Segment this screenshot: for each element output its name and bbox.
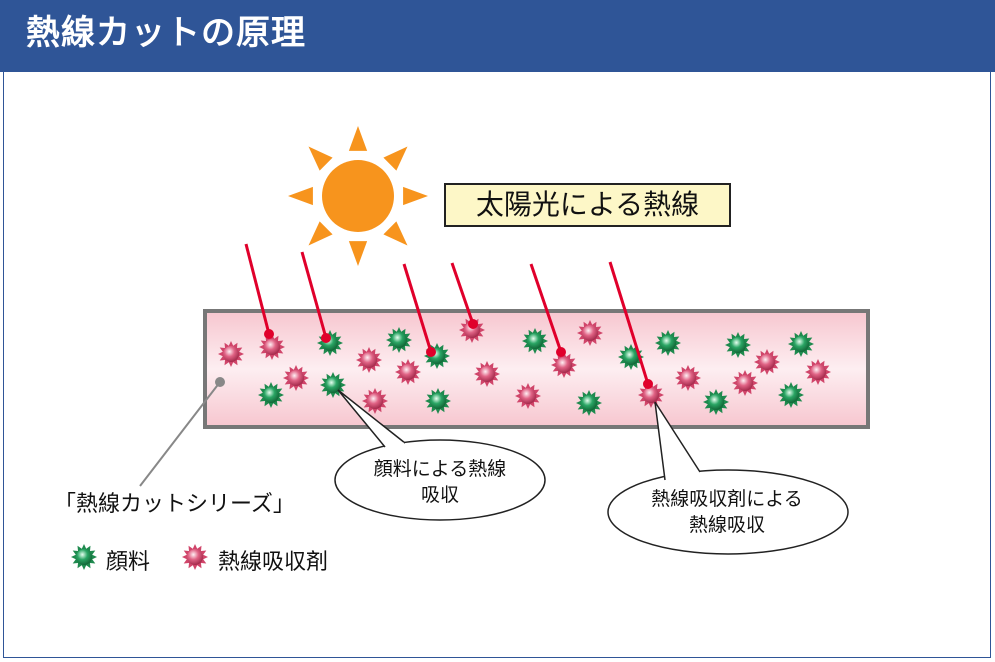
sun-label: 太陽光による熱線 bbox=[444, 183, 731, 227]
pigment-particle bbox=[703, 389, 729, 415]
pigment-particle bbox=[618, 344, 644, 370]
heat-ray-end bbox=[321, 333, 331, 343]
heat-ray bbox=[608, 261, 650, 385]
absorber-particle bbox=[356, 347, 382, 373]
legend-icons bbox=[71, 544, 208, 570]
pigment-particle bbox=[425, 388, 451, 414]
callout-absorber-text: 熱線吸収剤による 熱線吸収 bbox=[612, 486, 842, 538]
header-bar: 熱線カットの原理 bbox=[0, 0, 995, 72]
heat-ray-end bbox=[264, 329, 274, 339]
callout-absorber bbox=[607, 401, 849, 555]
absorber-particle bbox=[395, 359, 421, 385]
heat-ray-end bbox=[643, 379, 653, 389]
pigment-particle bbox=[576, 390, 602, 416]
callout-absorber-line2: 熱線吸収 bbox=[688, 514, 765, 536]
heat-ray-group bbox=[244, 243, 653, 389]
pigment-particle bbox=[655, 330, 681, 356]
pigment-particle bbox=[788, 331, 814, 357]
heat-ray-end bbox=[426, 347, 436, 357]
absorber-particle bbox=[577, 320, 603, 346]
pigment-particle bbox=[778, 382, 804, 408]
heat-ray bbox=[300, 251, 328, 339]
heat-ray-end bbox=[468, 319, 478, 329]
sun-ray bbox=[348, 241, 368, 266]
absorber-particle bbox=[638, 382, 664, 408]
film-series-label: 「熱線カットシリーズ」 bbox=[54, 492, 295, 517]
absorber-particle bbox=[283, 365, 309, 391]
sun-ray bbox=[308, 146, 333, 171]
legend-absorber-label: 熱線吸収剤 bbox=[218, 550, 329, 575]
absorber-particle bbox=[754, 349, 780, 375]
sun-ray bbox=[308, 221, 333, 246]
pigment-particle bbox=[725, 332, 751, 358]
callout-pigment bbox=[334, 389, 546, 521]
legend-pigment-label: 顔料 bbox=[106, 550, 151, 575]
heat-ray bbox=[529, 263, 563, 353]
pigment-particle bbox=[522, 328, 548, 354]
pigment-particle bbox=[258, 382, 284, 408]
heat-ray bbox=[450, 262, 475, 325]
sun-icon bbox=[288, 126, 428, 266]
legend-absorber-icon bbox=[182, 544, 208, 570]
callout-pigment-line1: 顔料による熱線 bbox=[373, 458, 507, 480]
absorber-particle bbox=[515, 383, 541, 409]
absorber-particle bbox=[259, 334, 285, 360]
absorber-particle bbox=[675, 365, 701, 391]
sun-ray bbox=[383, 221, 408, 246]
sun-ray bbox=[383, 146, 408, 171]
pigment-particle bbox=[386, 327, 412, 353]
heat-ray bbox=[402, 263, 433, 353]
sun-ray bbox=[288, 186, 313, 206]
page-title: 熱線カットの原理 bbox=[26, 13, 306, 53]
sun-ray bbox=[403, 186, 428, 206]
sun-ray bbox=[348, 126, 368, 151]
legend-pigment-icon bbox=[71, 544, 97, 570]
heat-ray-end bbox=[556, 347, 566, 357]
absorber-particle bbox=[551, 352, 577, 378]
absorber-particle bbox=[805, 359, 831, 385]
pigment-particle bbox=[320, 372, 346, 398]
callout-pigment-text: 顔料による熱線 吸収 bbox=[340, 456, 540, 508]
film-layer bbox=[203, 309, 870, 429]
absorber-particle bbox=[218, 341, 244, 367]
heat-ray bbox=[244, 243, 271, 335]
film-pointer bbox=[139, 377, 225, 487]
sun-disc bbox=[322, 160, 394, 232]
absorber-particle bbox=[732, 370, 758, 396]
absorber-particle bbox=[474, 361, 500, 387]
absorber-particle bbox=[362, 388, 388, 414]
callout-absorber-line1: 熱線吸収剤による bbox=[651, 488, 803, 510]
callout-pigment-line2: 吸収 bbox=[420, 484, 459, 506]
